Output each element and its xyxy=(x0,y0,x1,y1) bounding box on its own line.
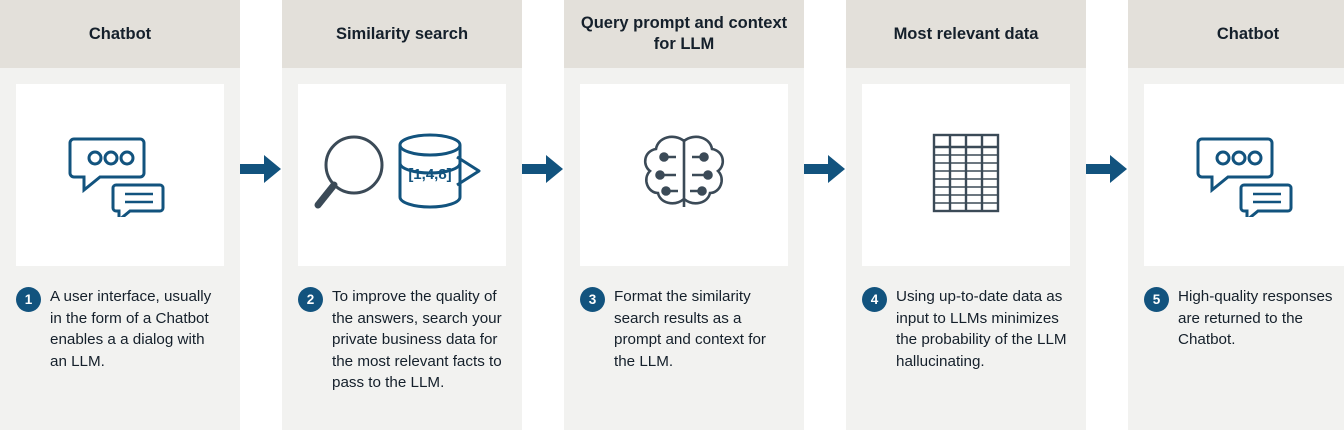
step-title-4: Most relevant data xyxy=(893,24,1039,43)
table-grid-icon xyxy=(930,131,1002,220)
step-description-1: 1 A user interface, usually in the form … xyxy=(16,286,224,372)
flow-arrow-2 xyxy=(522,0,564,430)
flow-step-5: Chatbot 5 High-quality responses are ret… xyxy=(1128,0,1344,430)
arrow-right-icon xyxy=(1086,152,1128,186)
brain-circuit-icon xyxy=(638,131,730,220)
step-title-1: Chatbot xyxy=(88,24,152,43)
step-icon-card-1 xyxy=(16,84,224,266)
step-description-text-4: Using up-to-date data as input to LLMs m… xyxy=(896,288,1067,370)
flow-step-3: Query prompt and context for LLM xyxy=(564,0,804,430)
chat-bubbles-icon xyxy=(68,129,172,223)
arrow-right-icon xyxy=(522,152,564,186)
step-title-5: Chatbot xyxy=(1216,24,1280,43)
flow-step-4: Most relevant data 4 Using up-to-date da… xyxy=(846,0,1086,430)
step-number-badge-5: 5 xyxy=(1144,287,1169,312)
step-header-2: Similarity search xyxy=(282,0,522,68)
step-description-text-1: A user interface, usually in the form of… xyxy=(50,288,212,370)
arrow-right-icon xyxy=(804,152,846,186)
step-description-text-5: High-quality responses are returned to t… xyxy=(1178,288,1333,348)
arrow-right-icon xyxy=(240,152,282,186)
flow-arrow-3 xyxy=(804,0,846,430)
chat-bubbles-icon xyxy=(1196,129,1300,223)
step-icon-card-2: [1,4,8] xyxy=(298,84,506,266)
vector-value-label: [1,4,8] xyxy=(408,166,451,183)
step-title-3: Query prompt and context for LLM xyxy=(580,14,788,53)
step-description-3: 3 Format the similarity search results a… xyxy=(580,286,788,372)
step-number-badge-3: 3 xyxy=(580,287,605,312)
step-number-badge-4: 4 xyxy=(862,287,887,312)
step-header-5: Chatbot xyxy=(1128,0,1344,68)
step-description-4: 4 Using up-to-date data as input to LLMs… xyxy=(862,286,1070,372)
flow-arrow-1 xyxy=(240,0,282,430)
step-header-1: Chatbot xyxy=(0,0,240,68)
step-description-text-3: Format the similarity search results as … xyxy=(614,288,766,370)
step-header-3: Query prompt and context for LLM xyxy=(564,0,804,68)
step-title-2: Similarity search xyxy=(335,24,469,43)
step-icon-card-4 xyxy=(862,84,1070,266)
flow-arrow-4 xyxy=(1086,0,1128,430)
step-description-2: 2 To improve the quality of the answers,… xyxy=(298,286,506,394)
step-number-badge-2: 2 xyxy=(298,287,323,312)
flow-step-1: Chatbot 1 A user interface, usually in t… xyxy=(0,0,240,430)
step-header-4: Most relevant data xyxy=(846,0,1086,68)
step-icon-card-5 xyxy=(1144,84,1344,266)
step-description-5: 5 High-quality responses are returned to… xyxy=(1144,286,1344,351)
flow-step-2: Similarity search [1,4,8] 2 To xyxy=(282,0,522,430)
step-number-badge-1: 1 xyxy=(16,287,41,312)
step-description-text-2: To improve the quality of the answers, s… xyxy=(332,288,502,391)
magnifier-and-database-icon: [1,4,8] xyxy=(312,127,492,224)
step-icon-card-3 xyxy=(580,84,788,266)
